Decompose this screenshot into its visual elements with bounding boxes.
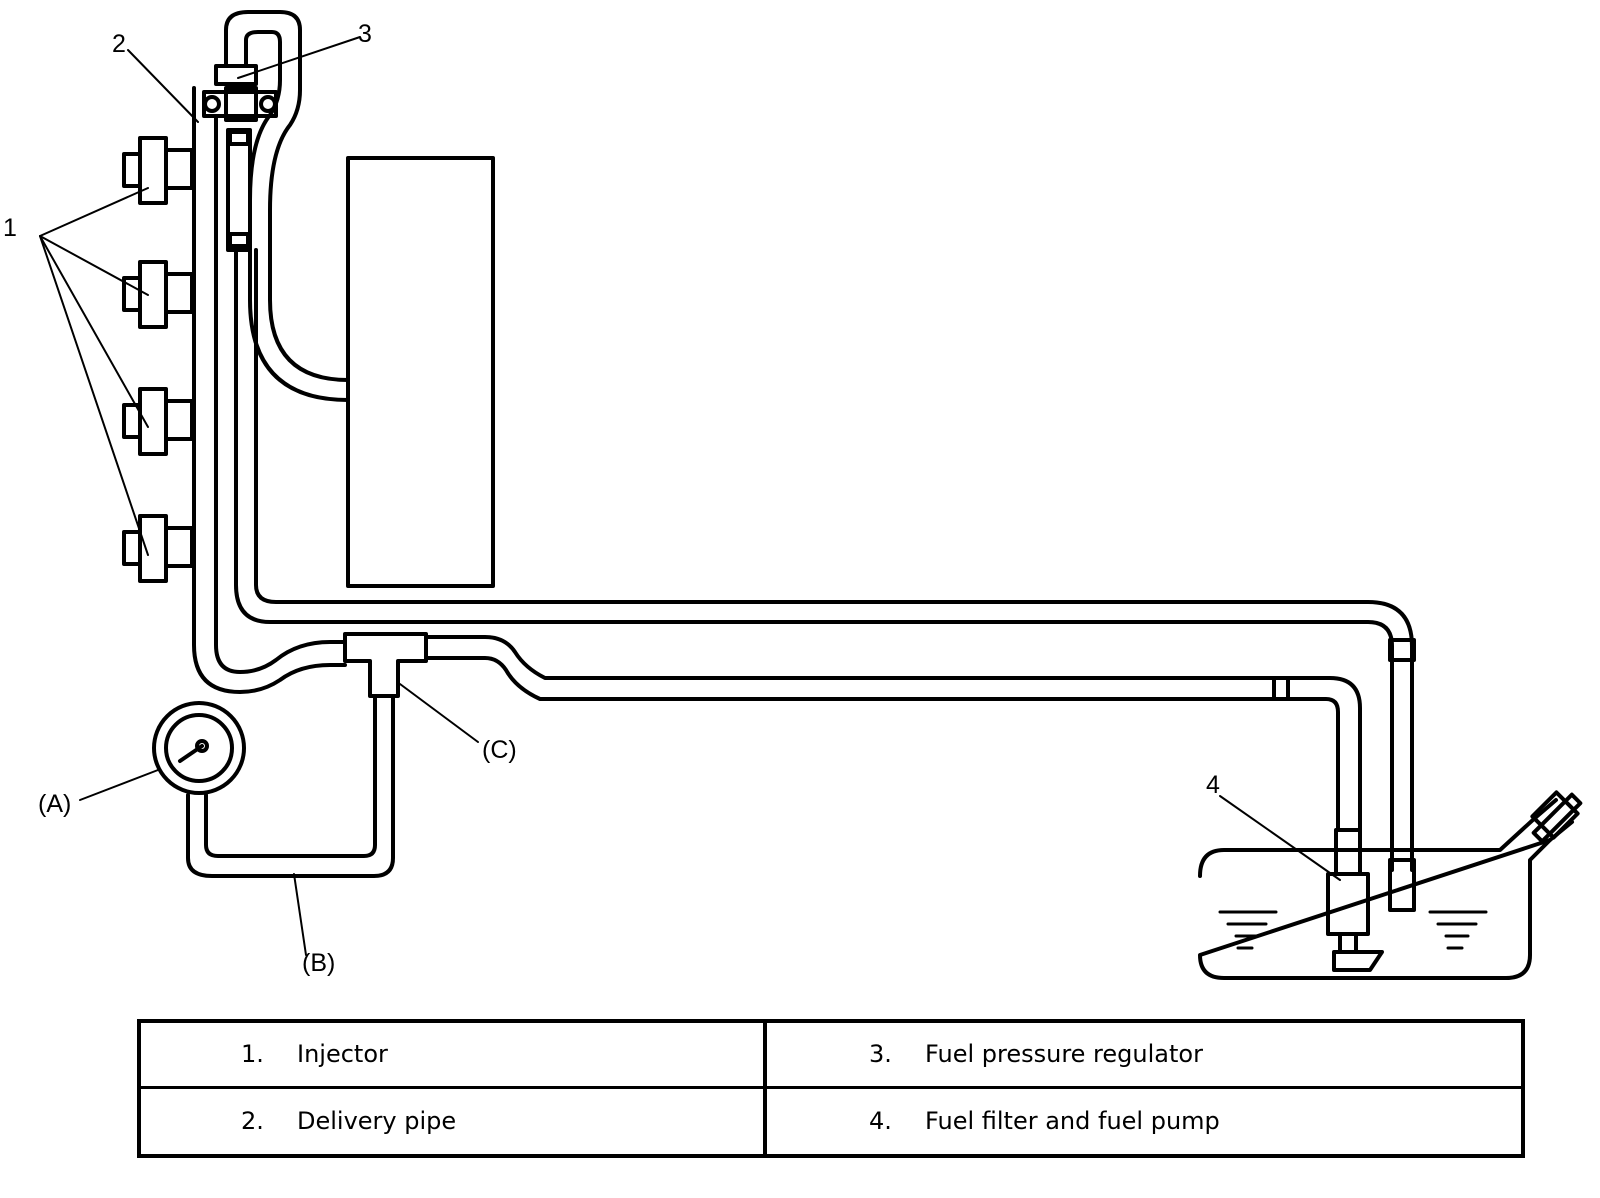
- tank-filler-neck: [1530, 790, 1583, 844]
- intake-manifold: [346, 156, 495, 588]
- legend-label: Fuel pressure regulator: [925, 1040, 1203, 1069]
- callout-tee: (C): [482, 736, 517, 764]
- legend-number: 3.: [869, 1040, 892, 1069]
- delivery-pipe-inner: [214, 116, 347, 674]
- legend-number: 2.: [241, 1107, 264, 1136]
- callout-pump: 4: [1206, 771, 1220, 799]
- vacuum-hose: [224, 10, 350, 382]
- feed-hose-inner: [424, 656, 1340, 832]
- gauge-hose-inner: [186, 694, 395, 878]
- legend-item: 3. Fuel pressure regulator: [767, 1023, 1521, 1089]
- legend-item: 2. Delivery pipe: [141, 1088, 767, 1154]
- delivery-pipe: [192, 86, 347, 694]
- callout-delivery-pipe: 2: [112, 30, 126, 58]
- three-way-joint: [343, 632, 428, 698]
- legend-item: 4. Fuel filter and fuel pump: [767, 1089, 1521, 1155]
- fuel-tank: [1198, 816, 1552, 980]
- feed-hose: [424, 635, 1362, 832]
- callout-hose: (B): [302, 949, 335, 977]
- pressure-gauge: [152, 701, 246, 795]
- injector-2: [122, 260, 194, 329]
- legend-label: Injector: [297, 1040, 388, 1069]
- leader-lines: [39, 36, 1341, 956]
- gauge-hose: [204, 694, 377, 858]
- legend-number: 4.: [869, 1107, 892, 1136]
- fuel-filter-and-pump: [1326, 828, 1384, 972]
- legend-number: 1.: [241, 1040, 264, 1069]
- feed-hose-fitting: [1272, 676, 1290, 701]
- vacuum-hose-inner: [244, 30, 350, 402]
- injector-3: [122, 387, 194, 456]
- legend-table: 1. Injector 3. Fuel pressure regulator 2…: [137, 1019, 1525, 1158]
- fuel-level-marks: [1218, 910, 1488, 950]
- legend-label: Fuel filter and fuel pump: [925, 1107, 1220, 1136]
- return-line: [234, 248, 1394, 872]
- return-line-fitting: [1388, 638, 1416, 662]
- legend-label: Delivery pipe: [297, 1107, 457, 1136]
- callout-injector: 1: [3, 214, 17, 242]
- injector-4: [122, 514, 194, 583]
- return-line-inner: [254, 248, 1414, 872]
- callout-gauge: (A): [38, 790, 71, 818]
- callout-regulator: 3: [358, 20, 372, 48]
- injector-1: [122, 136, 194, 205]
- legend-item: 1. Injector: [141, 1023, 767, 1089]
